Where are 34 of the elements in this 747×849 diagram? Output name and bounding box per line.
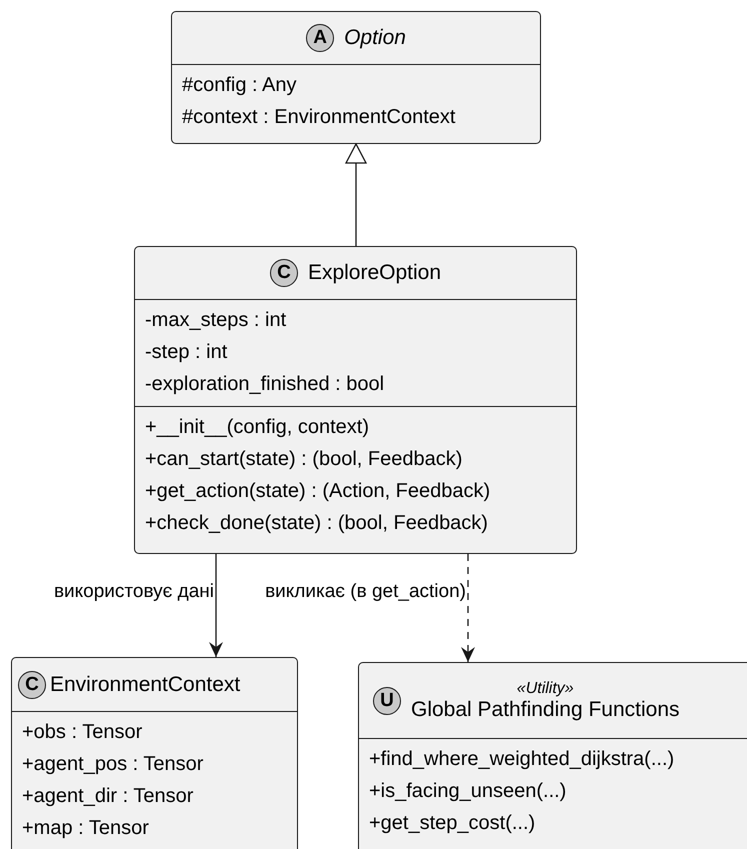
method-text: +__init__(config, context): [144, 415, 370, 440]
class-name: ExploreOption: [308, 261, 442, 285]
class-type-marker: C: [270, 259, 298, 287]
attribute-text: +agent_dir : Tensor: [21, 784, 194, 809]
function-text: +get_step_cost(...): [368, 811, 536, 836]
utility-class-box: [358, 662, 747, 849]
function-text: +is_facing_unseen(...): [368, 779, 568, 804]
method-text: +check_done(state) : (bool, Feedback): [144, 511, 489, 536]
attribute-text: #config : Any: [181, 73, 298, 98]
edge-label: викликає (в get_action): [265, 580, 466, 604]
edge-label: використовує дані: [54, 580, 214, 604]
class-box: [134, 246, 577, 554]
method-text: +get_action(state) : (Action, Feedback): [144, 479, 492, 504]
class-name: EnvironmentContext: [50, 672, 240, 696]
attribute-text: -max_steps : int: [144, 308, 288, 333]
function-text: +find_where_weighted_dijkstra(...): [368, 747, 676, 772]
class-type-marker: U: [373, 686, 401, 714]
class-type-marker: C: [18, 670, 46, 698]
attribute-text: +map : Tensor: [21, 816, 150, 841]
arrow: [209, 554, 223, 657]
attribute-text: +agent_pos : Tensor: [21, 752, 204, 777]
attribute-text: +obs : Tensor: [21, 720, 144, 745]
class-name: Global Pathfinding Functions: [411, 698, 680, 722]
inheritance-arrow: [345, 143, 367, 246]
stereotype-text: «Utility»: [516, 680, 575, 698]
class-name: Option: [344, 26, 406, 50]
class-type-marker: A: [306, 24, 334, 52]
class-box: [11, 657, 298, 849]
attribute-text: #context : EnvironmentContext: [181, 105, 456, 130]
attribute-text: -step : int: [144, 340, 228, 365]
method-text: +can_start(state) : (bool, Feedback): [144, 447, 464, 472]
dependency-arrow: [461, 554, 475, 662]
abstract-class-box: [171, 11, 541, 144]
attribute-text: -exploration_finished : bool: [144, 372, 386, 397]
